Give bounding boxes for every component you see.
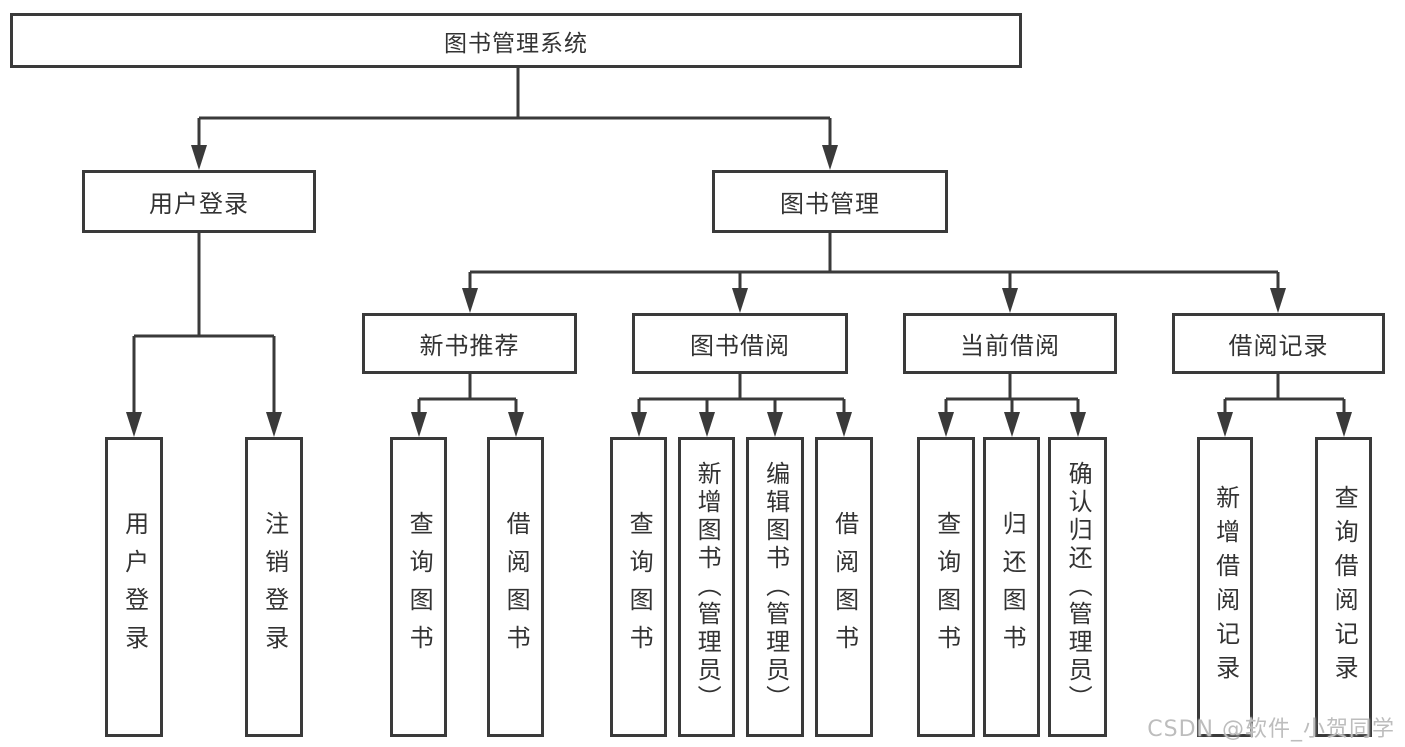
arrowhead [938,412,954,437]
connector-book-borrow-split [637,374,846,416]
connector-current-borrow-split [944,374,1080,416]
leaf-label: 用户登录 [120,511,149,663]
leaf-label: 借阅图书 [830,511,859,663]
arrowhead [1217,412,1233,437]
connector-root-split [197,68,832,150]
arrowhead [822,145,838,170]
leaf-borrow-add-admin: 新增图书（管理员） [678,437,735,737]
node-book-borrow: 图书借阅 [632,313,848,374]
connector-book-mgmt-split [468,233,1280,292]
leaf-borrow-book: 借阅图书 [815,437,873,737]
leaf-newbooks-borrow: 借阅图书 [487,437,544,737]
leaf-current-query: 查询图书 [917,437,975,737]
leaf-borrow-query: 查询图书 [610,437,667,737]
leaf-label: 新增借阅记录 [1211,485,1240,689]
leaf-label: 新增图书（管理员） [693,461,722,713]
leaf-label: 归还图书 [998,511,1027,663]
node-book-management: 图书管理 [712,170,948,233]
arrowhead [462,288,478,313]
leaf-current-confirm-admin: 确认归还（管理员） [1048,437,1107,737]
leaf-label: 确认归还（管理员） [1064,461,1093,713]
node-user-login: 用户登录 [82,170,316,233]
csdn-watermark: CSDN @软件_小贺同学 [1147,717,1395,742]
node-root-library-system: 图书管理系统 [10,13,1022,68]
leaf-records-query: 查询借阅记录 [1315,437,1372,737]
leaf-label: 编辑图书（管理员） [761,461,790,713]
arrowhead [836,412,852,437]
node-new-book-recommend: 新书推荐 [362,313,577,374]
leaf-label: 查询图书 [932,511,961,663]
arrowhead [767,412,783,437]
node-current-borrow: 当前借阅 [903,313,1117,374]
leaf-current-return: 归还图书 [983,437,1040,737]
arrowhead [411,412,427,437]
arrowhead [1002,288,1018,313]
leaf-label: 查询图书 [625,511,654,663]
arrowhead [1070,412,1086,437]
leaf-user-login: 用户登录 [105,437,163,737]
arrowhead [631,412,647,437]
connector-new-books-split [417,374,518,416]
leaf-borrow-edit-admin: 编辑图书（管理员） [746,437,804,737]
connector-borrow-records-split [1223,374,1346,416]
arrowhead [266,412,282,437]
leaf-label: 查询图书 [405,511,434,663]
arrowhead [1004,412,1020,437]
arrowhead [1270,288,1286,313]
arrowhead [126,412,142,437]
leaf-label: 注销登录 [260,511,289,663]
leaf-newbooks-query: 查询图书 [390,437,447,737]
arrowheads [126,145,1352,437]
arrowhead [732,288,748,313]
leaf-label: 借阅图书 [502,511,531,663]
connector-user-login-split [132,233,276,416]
arrowhead [699,412,715,437]
arrowhead [508,412,524,437]
leaf-records-add: 新增借阅记录 [1197,437,1253,737]
leaf-label: 查询借阅记录 [1330,485,1359,689]
arrowhead [1336,412,1352,437]
node-borrow-records: 借阅记录 [1172,313,1385,374]
arrowhead [191,145,207,170]
leaf-logout: 注销登录 [245,437,303,737]
